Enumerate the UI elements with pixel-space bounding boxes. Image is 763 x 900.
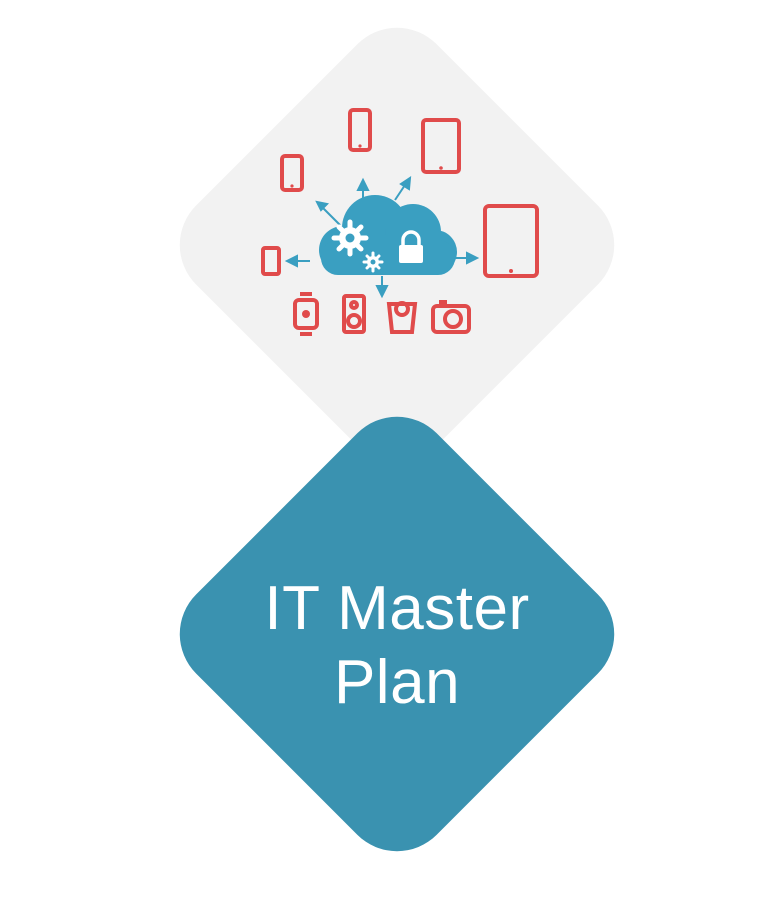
cloud-devices-illustration bbox=[255, 100, 545, 340]
smartwatch-icon bbox=[293, 292, 319, 336]
speaker-icon bbox=[342, 294, 366, 334]
lock-icon bbox=[399, 230, 423, 263]
tablet-icon bbox=[421, 118, 461, 174]
phone-icon bbox=[280, 154, 304, 192]
gear-icon bbox=[331, 219, 384, 273]
title-line-1: IT Master bbox=[264, 574, 530, 643]
page-title: IT Master Plan bbox=[182, 572, 612, 720]
title-line-2: Plan bbox=[333, 648, 461, 717]
arrow-icon bbox=[284, 176, 480, 299]
scale-icon bbox=[386, 301, 418, 334]
camera-icon bbox=[431, 300, 471, 334]
phone-icon bbox=[348, 108, 372, 152]
phone-icon bbox=[261, 246, 281, 276]
tablet-icon bbox=[483, 204, 539, 278]
